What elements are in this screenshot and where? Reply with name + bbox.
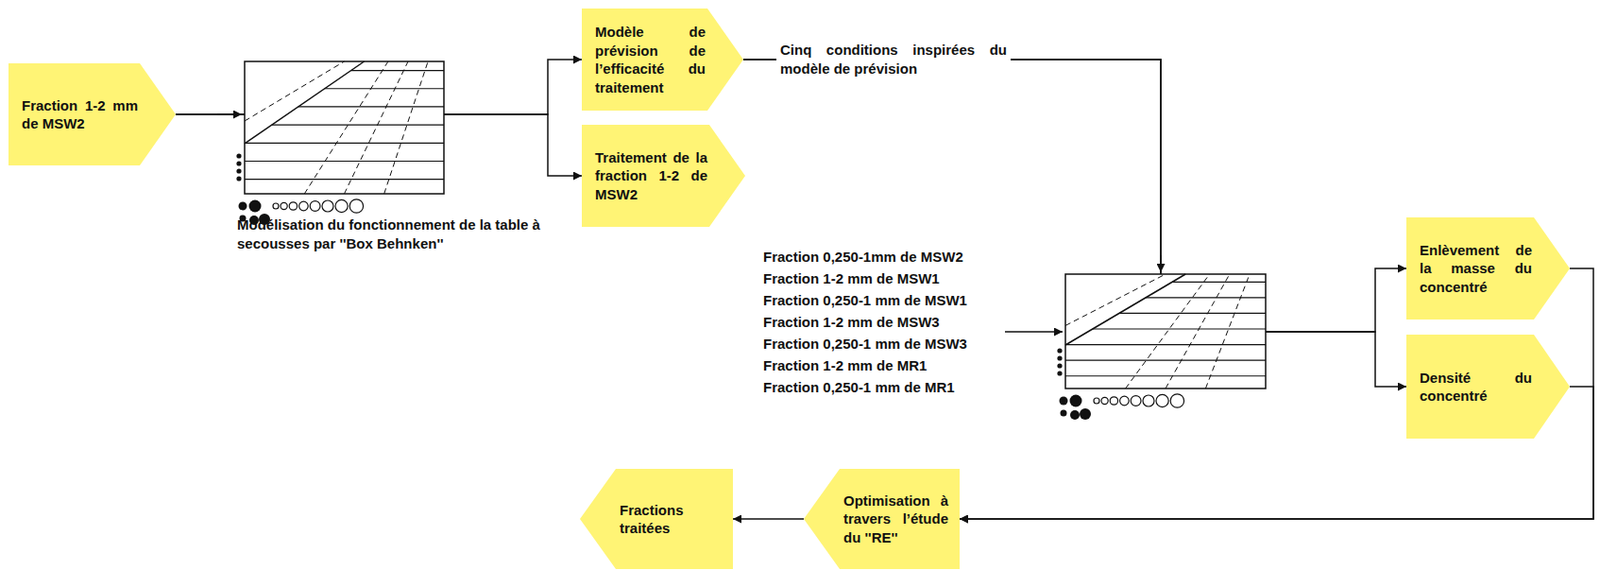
- text-wrap: Enlèvement de la masse du concentré: [1419, 240, 1532, 297]
- node-text: Traitement de la fraction 1-2 de MSW2: [595, 148, 708, 205]
- process-arrow-box: Densité du concentré: [1406, 334, 1570, 439]
- note-label: Modélisation du fonctionnement de la tab…: [237, 215, 559, 255]
- process-arrow-box: Modèle de prévision de l’efficacité du t…: [581, 8, 744, 111]
- fraction-label: Fraction 0,250-1 mm de MSW3: [763, 334, 968, 354]
- text-wrap: Optimisation à travers l’étude du ''RE'': [843, 491, 949, 547]
- arrow-shape: [1406, 334, 1570, 439]
- arrow-fill: [579, 468, 733, 569]
- arrow-shape: [8, 63, 176, 166]
- node-text: Modèle de prévision de l’efficacité du t…: [595, 22, 706, 97]
- node-text: Fractions traitées: [619, 500, 722, 538]
- arrow-fill: [1406, 217, 1570, 320]
- feed-arrow: [1004, 330, 1063, 333]
- arrow-fill: [8, 63, 176, 166]
- process-arrow-box: Fractions traitées: [579, 468, 733, 569]
- feed-arrow: [1159, 255, 1162, 273]
- text-wrap: Fractions traitées: [619, 500, 722, 538]
- text-wrap: Fraction 1-2 mm de MSW2: [21, 96, 138, 134]
- node-text: Enlèvement de la masse du concentré: [1419, 240, 1532, 297]
- fraction-label: Fraction 0,250-1 mm de MR1: [763, 377, 955, 397]
- arrow-fill: [581, 124, 746, 227]
- process-arrow-box: Enlèvement de la masse du concentré: [1406, 217, 1570, 320]
- arrow-fill: [803, 468, 960, 569]
- fraction-label: Fraction 0,250-1mm de MSW2: [763, 247, 964, 267]
- node-text: Densité du concentré: [1419, 368, 1532, 406]
- node-text: Optimisation à travers l’étude du ''RE'': [843, 491, 949, 547]
- fraction-label: Fraction 0,250-1 mm de MSW1: [763, 290, 968, 310]
- shaking-table: [1056, 273, 1266, 420]
- feed-arrow: [217, 113, 242, 116]
- text-wrap: Densité du concentré: [1419, 368, 1532, 406]
- shaking-table: [236, 61, 444, 225]
- fraction-label: Fraction 1-2 mm de MSW1: [763, 269, 940, 289]
- fraction-label: Fraction 1-2 mm de MR1: [763, 356, 927, 375]
- process-arrow-box: Optimisation à travers l’étude du ''RE'': [803, 468, 960, 569]
- flow-connector: [732, 517, 804, 520]
- note-label: Cinq conditions inspirées du modèle de p…: [776, 40, 1011, 80]
- process-arrow-box: Traitement de la fraction 1-2 de MSW2: [581, 124, 746, 227]
- arrow-shape: [579, 468, 733, 569]
- process-arrow-box: Fraction 1-2 mm de MSW2: [8, 63, 176, 166]
- arrow-fill: [581, 8, 744, 111]
- text-wrap: Modèle de prévision de l’efficacité du t…: [595, 22, 706, 97]
- text-wrap: Traitement de la fraction 1-2 de MSW2: [595, 148, 708, 205]
- arrow-fill: [1406, 334, 1570, 439]
- fraction-label: Fraction 1-2 mm de MSW3: [763, 312, 940, 332]
- node-text: Fraction 1-2 mm de MSW2: [21, 96, 138, 134]
